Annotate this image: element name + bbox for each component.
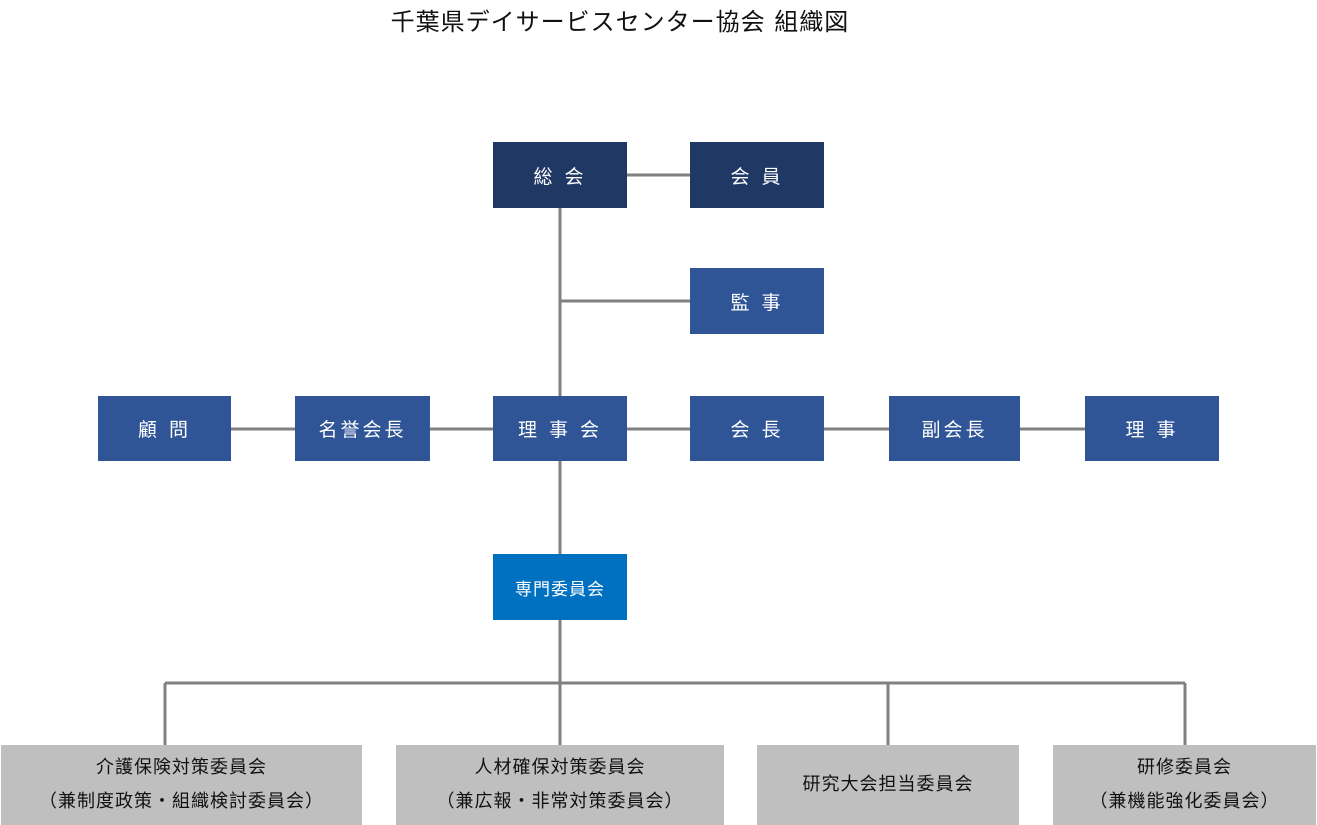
node-sub-committee-4: 研修委員会 （兼機能強化委員会） xyxy=(1053,745,1316,825)
node-auditor: 監 事 xyxy=(690,268,824,334)
node-honorary-chair: 名誉会長 xyxy=(295,396,430,461)
node-sub-committee-3: 研究大会担当委員会 xyxy=(757,745,1019,825)
node-director: 理 事 xyxy=(1085,396,1219,461)
node-advisor: 顧 問 xyxy=(98,396,231,461)
node-general-meeting: 総 会 xyxy=(493,142,627,208)
node-sub-committee-1: 介護保険対策委員会 （兼制度政策・組織検討委員会） xyxy=(1,745,362,825)
page-title: 千葉県デイサービスセンター協会 組織図 xyxy=(390,8,850,36)
node-members: 会 員 xyxy=(690,142,824,208)
node-vice-chairman: 副会長 xyxy=(889,396,1020,461)
node-board: 理 事 会 xyxy=(493,396,627,461)
node-committees: 専門委員会 xyxy=(493,554,627,620)
node-chairman: 会 長 xyxy=(690,396,824,461)
node-sub-committee-2: 人材確保対策委員会 （兼広報・非常対策委員会） xyxy=(396,745,724,825)
